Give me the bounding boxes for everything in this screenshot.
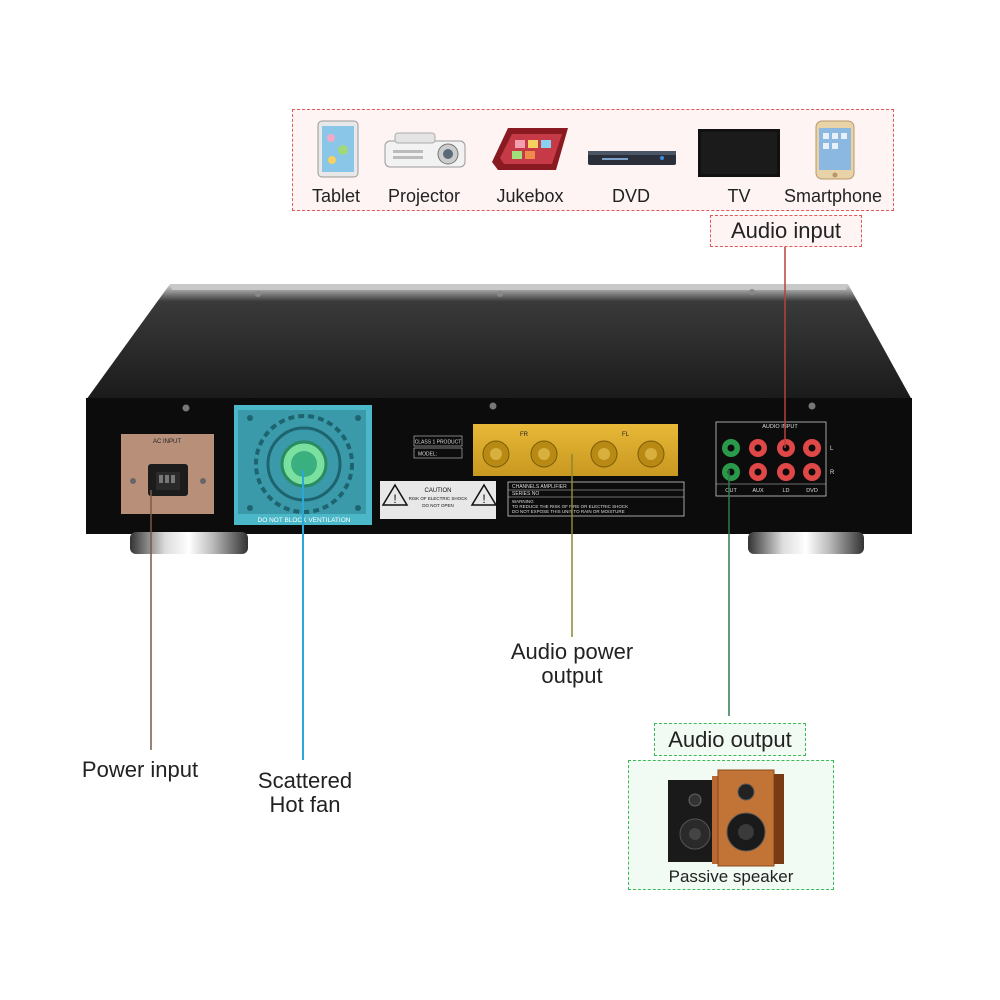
passive-speaker-label: Passive speaker bbox=[668, 867, 794, 886]
device-label-dvd: DVD bbox=[611, 186, 650, 206]
model-label bbox=[413, 447, 463, 459]
foot-left bbox=[130, 532, 248, 554]
jack-dvd-r bbox=[803, 463, 821, 481]
terminal-fl-minus bbox=[637, 440, 665, 468]
svg-text:OUT: OUT bbox=[725, 488, 737, 494]
audio-input-label: Audio input bbox=[730, 218, 842, 243]
foot-right bbox=[748, 532, 864, 554]
audio-input-jack-panel bbox=[715, 421, 827, 497]
audio-input-callout bbox=[710, 215, 862, 247]
tv-icon bbox=[698, 129, 780, 177]
fan-notice-text: DO NOT BLOCK VENTILATION bbox=[258, 517, 351, 524]
audio-power-output-line1: Audio power bbox=[510, 639, 634, 664]
class-product-label bbox=[413, 435, 463, 447]
device-label-smartphone: Smartphone bbox=[783, 186, 883, 206]
terminal-fl-plus bbox=[590, 440, 618, 468]
svg-text:!: ! bbox=[393, 492, 396, 506]
svg-text:MODEL:: MODEL: bbox=[418, 452, 437, 458]
terminal-fr-plus bbox=[482, 440, 510, 468]
projector-icon bbox=[384, 132, 466, 168]
audio-power-output-label: Audio power output bbox=[492, 640, 652, 688]
svg-text:!: ! bbox=[482, 492, 485, 506]
terminal-fr-minus bbox=[530, 440, 558, 468]
jack-dvd-l bbox=[803, 439, 821, 457]
jack-ld-r bbox=[777, 463, 795, 481]
svg-text:CAUTION: CAUTION bbox=[425, 488, 452, 494]
jack-out-top bbox=[722, 439, 740, 457]
power-input-label: Power input bbox=[81, 757, 199, 782]
audio-power-output-line2: output bbox=[541, 663, 603, 688]
svg-text:L: L bbox=[830, 446, 834, 452]
svg-text:FR: FR bbox=[520, 432, 529, 438]
speaker-right-icon bbox=[717, 769, 784, 867]
fan-label: Scattered Hot fan bbox=[230, 769, 380, 817]
svg-text:R: R bbox=[830, 470, 835, 476]
device-label-projector: Projector bbox=[387, 186, 461, 206]
svg-text:CHANNELS AMPLIFIER: CHANNELS AMPLIFIER bbox=[512, 484, 567, 490]
svg-text:CLASS 1 PRODUCT: CLASS 1 PRODUCT bbox=[415, 440, 462, 446]
fan-label-line2: Hot fan bbox=[269, 792, 341, 817]
tablet-icon bbox=[317, 120, 359, 178]
ac-input-text: AC INPUT bbox=[153, 439, 181, 445]
svg-text:LD: LD bbox=[782, 488, 789, 494]
device-label-jukebox: Jukebox bbox=[496, 186, 564, 206]
svg-text:DO NOT EXPOSE THIS UNIT TO RAI: DO NOT EXPOSE THIS UNIT TO RAIN OR MOIST… bbox=[512, 509, 625, 514]
fan-label-line1: Scattered bbox=[257, 768, 353, 793]
audio-output-label: Audio output bbox=[668, 727, 792, 752]
caution-plate bbox=[380, 481, 496, 519]
audio-output-callout bbox=[654, 723, 806, 756]
jack-aux-r bbox=[749, 463, 767, 481]
svg-text:FL: FL bbox=[622, 432, 630, 438]
device-label-tv: TV bbox=[727, 186, 751, 206]
warning-plate bbox=[507, 481, 685, 517]
svg-text:AUDIO INPUT: AUDIO INPUT bbox=[762, 424, 798, 430]
smartphone-icon bbox=[815, 120, 855, 180]
svg-text:TO REDUCE THE RISK OF FIRE OR: TO REDUCE THE RISK OF FIRE OR ELECTRIC S… bbox=[512, 504, 628, 509]
svg-text:RISK OF ELECTRIC SHOCK: RISK OF ELECTRIC SHOCK bbox=[409, 496, 468, 501]
jack-aux-l bbox=[749, 439, 767, 457]
svg-text:WARNING: WARNING bbox=[512, 499, 534, 504]
svg-text:SERIES NO: SERIES NO bbox=[512, 491, 539, 497]
svg-text:AUX: AUX bbox=[752, 488, 764, 494]
speaker-left-icon bbox=[668, 776, 722, 864]
svg-text:DVD: DVD bbox=[806, 488, 818, 494]
svg-text:DO NOT OPEN: DO NOT OPEN bbox=[422, 503, 453, 508]
dvd-player-icon bbox=[588, 151, 676, 165]
jukebox-icon bbox=[492, 128, 568, 170]
device-label-tablet: Tablet bbox=[311, 186, 361, 206]
top-lid bbox=[86, 284, 912, 400]
